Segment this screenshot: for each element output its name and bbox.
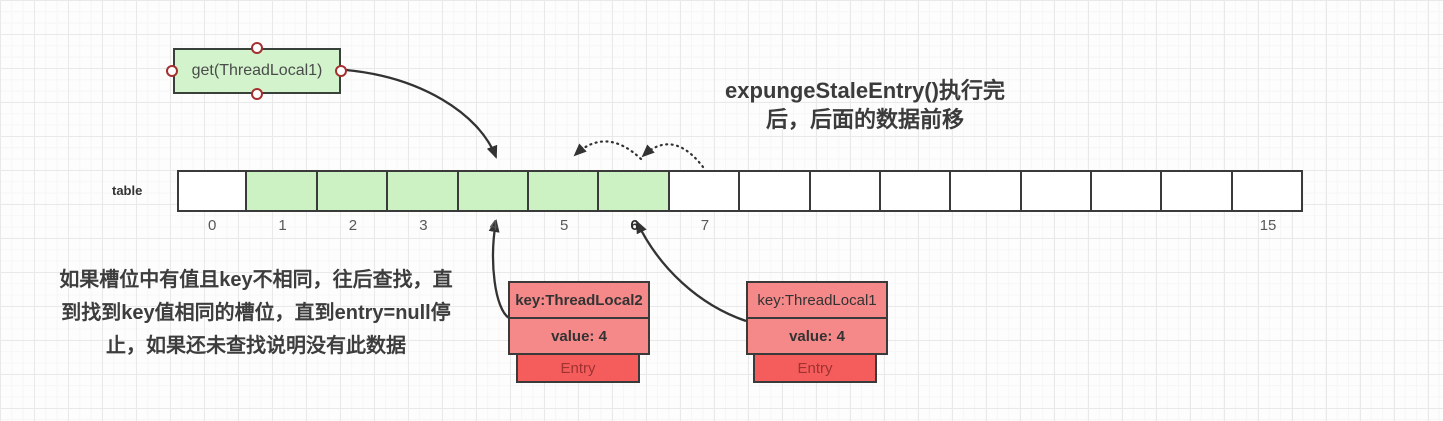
connection-handle-bottom[interactable] bbox=[251, 88, 263, 100]
expunge-title-annotation: expungeStaleEntry()执行完 后，后面的数据前移 bbox=[640, 76, 1090, 134]
cell-index-label bbox=[1162, 217, 1232, 235]
connector-entry1-card-to-cell6[interactable] bbox=[635, 220, 747, 323]
cell-index-label: 7 bbox=[700, 217, 710, 234]
entry-card-threadlocal2[interactable]: key:ThreadLocal2 value: 4 Entry bbox=[508, 281, 650, 383]
cell-index-label: 2 bbox=[348, 217, 358, 234]
note-line-2: 到找到key值相同的槽位，直到entry=null停 bbox=[61, 302, 451, 324]
connector-entry2-card-to-cell4[interactable] bbox=[488, 219, 510, 319]
table-cell[interactable]: 3 bbox=[388, 170, 459, 235]
cell-index-label: 5 bbox=[559, 217, 569, 234]
entry-value-row[interactable]: value: 4 bbox=[508, 317, 650, 355]
table-cell[interactable]: 4 bbox=[458, 170, 529, 235]
cell-index-label: 3 bbox=[419, 217, 428, 234]
table-cell[interactable]: 7 bbox=[669, 170, 741, 235]
table-cell[interactable] bbox=[1021, 170, 1093, 235]
title-line-1: expungeStaleEntry()执行完 bbox=[725, 78, 1005, 103]
table-cell[interactable]: 5 bbox=[528, 170, 600, 235]
table-cell-box-empty[interactable] bbox=[951, 170, 1022, 212]
table-cell[interactable] bbox=[740, 170, 811, 235]
table-cell-box-empty[interactable] bbox=[810, 170, 881, 212]
table-cell-box-empty[interactable] bbox=[1162, 170, 1233, 212]
table-cell-box-empty[interactable] bbox=[177, 170, 248, 212]
entry-key-row[interactable]: key:ThreadLocal2 bbox=[508, 281, 650, 319]
get-node-label: get(ThreadLocal1) bbox=[191, 62, 323, 79]
cell-index-label bbox=[740, 217, 810, 235]
hash-table: 0 1 2 3 4 5 6 7 15 bbox=[177, 170, 1304, 235]
table-cell-box-filled[interactable] bbox=[388, 170, 459, 212]
table-cell-box-empty[interactable] bbox=[1232, 170, 1304, 212]
cell-index-label: 4 bbox=[489, 217, 498, 234]
cell-index-label: 1 bbox=[278, 217, 287, 234]
cell-index-label bbox=[1092, 217, 1162, 235]
table-cell[interactable]: 15 bbox=[1232, 170, 1304, 235]
table-label: table bbox=[112, 183, 143, 198]
entry-tag[interactable]: Entry bbox=[516, 353, 640, 383]
table-cell[interactable] bbox=[810, 170, 881, 235]
table-cell-box-filled[interactable] bbox=[317, 170, 389, 212]
table-cell-box-empty[interactable] bbox=[880, 170, 952, 212]
cell-index-label bbox=[951, 217, 1021, 235]
table-cell-box-empty[interactable] bbox=[1021, 170, 1093, 212]
table-cell[interactable]: 2 bbox=[317, 170, 389, 235]
cell-index-label bbox=[881, 217, 951, 235]
get-threadlocal1-node[interactable]: get(ThreadLocal1) bbox=[173, 48, 341, 94]
cell-index-label: 6 bbox=[630, 217, 639, 234]
entry-value-row[interactable]: value: 4 bbox=[746, 317, 888, 355]
shift-arc-cell6-to-cell5[interactable] bbox=[573, 140, 643, 161]
entry-card-threadlocal1[interactable]: key:ThreadLocal1 value: 4 Entry bbox=[746, 281, 888, 383]
table-cell[interactable]: 0 bbox=[177, 170, 248, 235]
table-cell[interactable] bbox=[1162, 170, 1233, 235]
entry-tag[interactable]: Entry bbox=[753, 353, 877, 383]
table-cell-box-filled[interactable] bbox=[458, 170, 529, 212]
connector-get-to-cell4[interactable] bbox=[345, 68, 498, 159]
cell-index-label bbox=[811, 217, 881, 235]
note-line-3: 止，如果还未查找说明没有此数据 bbox=[106, 335, 406, 357]
table-cell-box-empty[interactable] bbox=[740, 170, 811, 212]
table-cell[interactable]: 6 bbox=[599, 170, 670, 235]
connection-handle-right[interactable] bbox=[335, 65, 347, 77]
table-cell[interactable]: 1 bbox=[247, 170, 318, 235]
table-cell[interactable] bbox=[880, 170, 952, 235]
cell-index-label: 0 bbox=[208, 217, 217, 234]
lookup-note-annotation: 如果槽位中有值且key不相同，往后查找，直 到找到key值相同的槽位，直到ent… bbox=[30, 264, 482, 363]
shift-arc-cell7-to-cell6[interactable] bbox=[641, 143, 705, 169]
table-cell-box-filled[interactable] bbox=[247, 170, 318, 212]
table-cell-box-filled[interactable] bbox=[528, 170, 600, 212]
cell-index-label bbox=[1022, 217, 1092, 235]
table-cell-box-empty[interactable] bbox=[1092, 170, 1163, 212]
table-cell-box-empty[interactable] bbox=[669, 170, 741, 212]
note-line-1: 如果槽位中有值且key不相同，往后查找，直 bbox=[59, 269, 453, 291]
connection-handle-top[interactable] bbox=[251, 42, 263, 54]
title-line-2: 后，后面的数据前移 bbox=[765, 107, 964, 132]
connection-handle-left[interactable] bbox=[166, 65, 178, 77]
table-cell[interactable] bbox=[1092, 170, 1163, 235]
table-cell-box-filled[interactable] bbox=[599, 170, 670, 212]
cell-index-label: 15 bbox=[1259, 217, 1277, 234]
table-cell[interactable] bbox=[951, 170, 1022, 235]
entry-key-row[interactable]: key:ThreadLocal1 bbox=[746, 281, 888, 319]
